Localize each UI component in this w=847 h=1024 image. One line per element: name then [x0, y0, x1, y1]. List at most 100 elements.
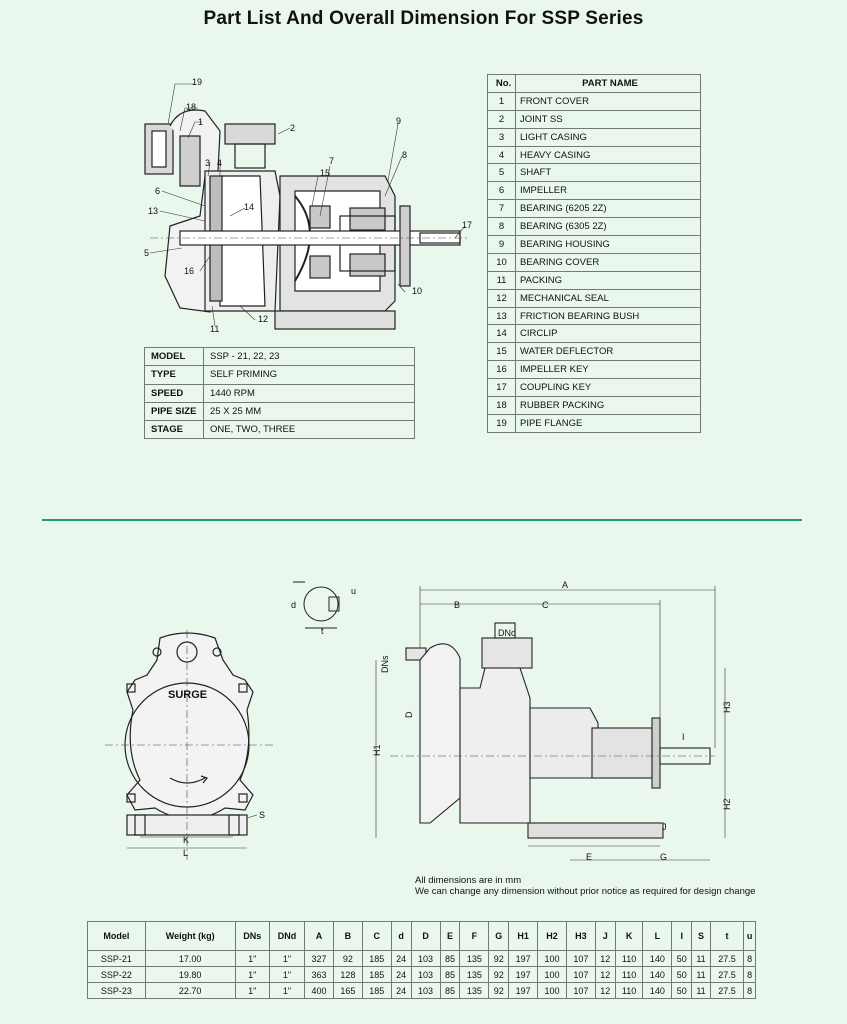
dims-cell: 110	[614, 966, 644, 983]
dim-label-t: t	[321, 626, 324, 635]
callout-15: 15	[320, 168, 330, 178]
dim-label-J: J	[662, 822, 667, 832]
dim-label-H2: H2	[722, 798, 732, 810]
callout-10: 10	[412, 286, 422, 296]
dims-cell: 135	[459, 950, 490, 967]
dims-header-cell: H3	[565, 921, 596, 951]
part-name: JOINT SS	[515, 109, 701, 129]
dims-header-cell: d	[390, 921, 412, 951]
part-no: 17	[487, 378, 516, 398]
part-name: BEARING (6305 2Z)	[515, 217, 701, 237]
dims-cell: 11	[691, 966, 711, 983]
part-name: LIGHT CASING	[515, 127, 701, 147]
callout-7: 7	[329, 156, 334, 166]
dims-cell: 11	[691, 950, 711, 967]
page-title: Part List And Overall Dimension For SSP …	[203, 8, 644, 29]
dims-cell: 140	[642, 950, 673, 967]
dims-header-cell: DNs	[234, 921, 270, 951]
spec-value: ONE, TWO, THREE	[203, 420, 415, 440]
part-name: IMPELLER KEY	[515, 360, 701, 380]
part-no: 15	[487, 342, 516, 362]
dims-cell: 11	[691, 982, 711, 999]
part-no: 8	[487, 217, 516, 237]
dims-cell: 1"	[268, 982, 306, 999]
dims-header-cell: DNd	[268, 921, 306, 951]
callout-17: 17	[462, 220, 472, 230]
dims-header-cell: B	[332, 921, 363, 951]
dims-cell: 12	[594, 982, 616, 999]
callout-1: 1	[198, 117, 203, 127]
dims-cell: 85	[439, 950, 461, 967]
spec-value: SELF PRIMING	[203, 365, 415, 385]
dims-cell: 165	[332, 982, 363, 999]
callout-13: 13	[148, 206, 158, 216]
part-no: 13	[487, 306, 516, 326]
dims-cell: 27.5	[709, 950, 745, 967]
dims-cell: 107	[565, 966, 596, 983]
callout-5: 5	[144, 248, 149, 258]
parts-header-no: No.	[487, 74, 516, 93]
part-no: 2	[487, 109, 516, 129]
dims-header-cell: S	[691, 921, 711, 951]
part-no: 16	[487, 360, 516, 380]
dim-label-H3: H3	[722, 701, 732, 713]
part-name: RUBBER PACKING	[515, 396, 701, 415]
dims-cell: 110	[614, 982, 644, 999]
dims-cell: 85	[439, 966, 461, 983]
callout-12: 12	[258, 314, 268, 324]
side-view-drawing: A B C DNd DNs D H1 H2 H3 I J E G	[372, 580, 732, 862]
dims-header-cell: H1	[508, 921, 539, 951]
part-name: BEARING HOUSING	[515, 235, 701, 254]
dims-cell: 1"	[234, 950, 270, 967]
part-no: 7	[487, 199, 516, 219]
dims-cell: 27.5	[709, 966, 745, 983]
section-divider	[42, 519, 802, 521]
part-name: PIPE FLANGE	[515, 413, 701, 433]
dim-label-I: I	[682, 732, 685, 742]
dims-header-cell: u	[743, 921, 756, 951]
dims-header-cell: H2	[537, 921, 567, 951]
dims-cell: 8	[743, 982, 756, 999]
part-no: 9	[487, 235, 516, 254]
part-no: 3	[487, 127, 516, 147]
part-no: 11	[487, 270, 516, 290]
dims-cell: 107	[565, 982, 596, 999]
part-name: MECHANICAL SEAL	[515, 288, 701, 308]
dims-cell: 185	[361, 950, 392, 967]
dims-header-cell: Weight (kg)	[144, 921, 236, 951]
part-name: SHAFT	[515, 163, 701, 183]
part-no: 4	[487, 145, 516, 165]
dims-cell: 107	[565, 950, 596, 967]
dims-header-cell: K	[614, 921, 644, 951]
dims-cell: 8	[743, 966, 756, 983]
dim-label-K: K	[183, 835, 189, 845]
note-line-1: All dimensions are in mm	[415, 875, 522, 886]
dims-cell: 92	[488, 950, 510, 967]
dims-header-cell: t	[709, 921, 745, 951]
dims-cell: 19.80	[144, 966, 236, 983]
part-no: 5	[487, 163, 516, 183]
dim-label-B: B	[454, 600, 460, 610]
dims-cell: 27.5	[709, 982, 745, 999]
part-no: 1	[487, 91, 516, 111]
dims-cell: 92	[488, 966, 510, 983]
spec-value: 1440 RPM	[203, 383, 415, 403]
